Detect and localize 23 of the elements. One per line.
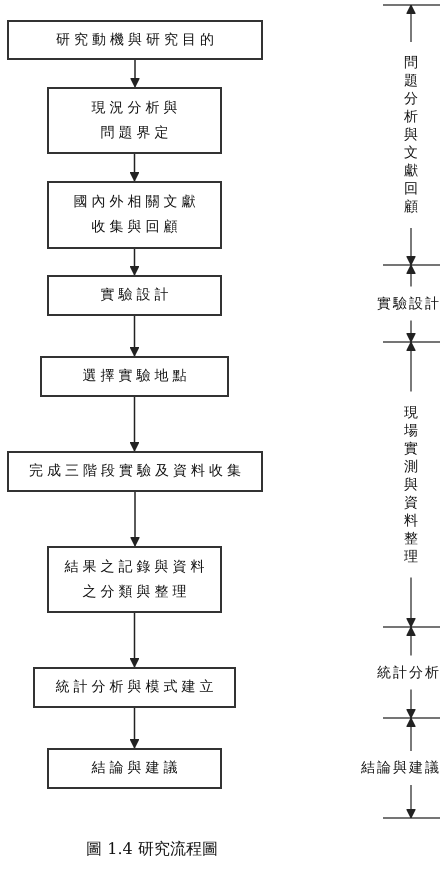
- arrow: [130, 60, 140, 88]
- arrow: [130, 316, 140, 356]
- process-box: 統計分析與模式建立: [33, 667, 236, 708]
- process-box: 現況分析與問題界定: [47, 87, 222, 154]
- process-box: 選擇實驗地點: [40, 356, 229, 397]
- process-box: 實驗設計: [47, 275, 222, 316]
- arrow: [130, 154, 140, 182]
- dimension-label: 結論與建議: [361, 759, 441, 777]
- arrow: [130, 613, 140, 668]
- process-box: 結果之記錄與資料之分類與整理: [47, 546, 222, 613]
- process-box: 研究動機與研究目的: [7, 20, 263, 60]
- dimension-label: 統計分析: [377, 664, 441, 682]
- process-box: 完成三階段實驗及資料收集: [7, 451, 263, 492]
- arrow: [130, 708, 140, 748]
- process-box: 結論與建議: [47, 748, 222, 789]
- arrow: [130, 397, 140, 452]
- dimension-label: 現場實測與資料整理: [404, 404, 418, 566]
- arrow: [130, 249, 140, 276]
- dimension-label: 問題分析與文獻回顧: [404, 54, 418, 216]
- process-box: 國內外相關文獻收集與回顧: [47, 181, 222, 249]
- dimension-label: 實驗設計: [377, 294, 441, 312]
- arrow: [130, 492, 140, 546]
- figure-caption: 圖 1.4 研究流程圖: [86, 839, 218, 859]
